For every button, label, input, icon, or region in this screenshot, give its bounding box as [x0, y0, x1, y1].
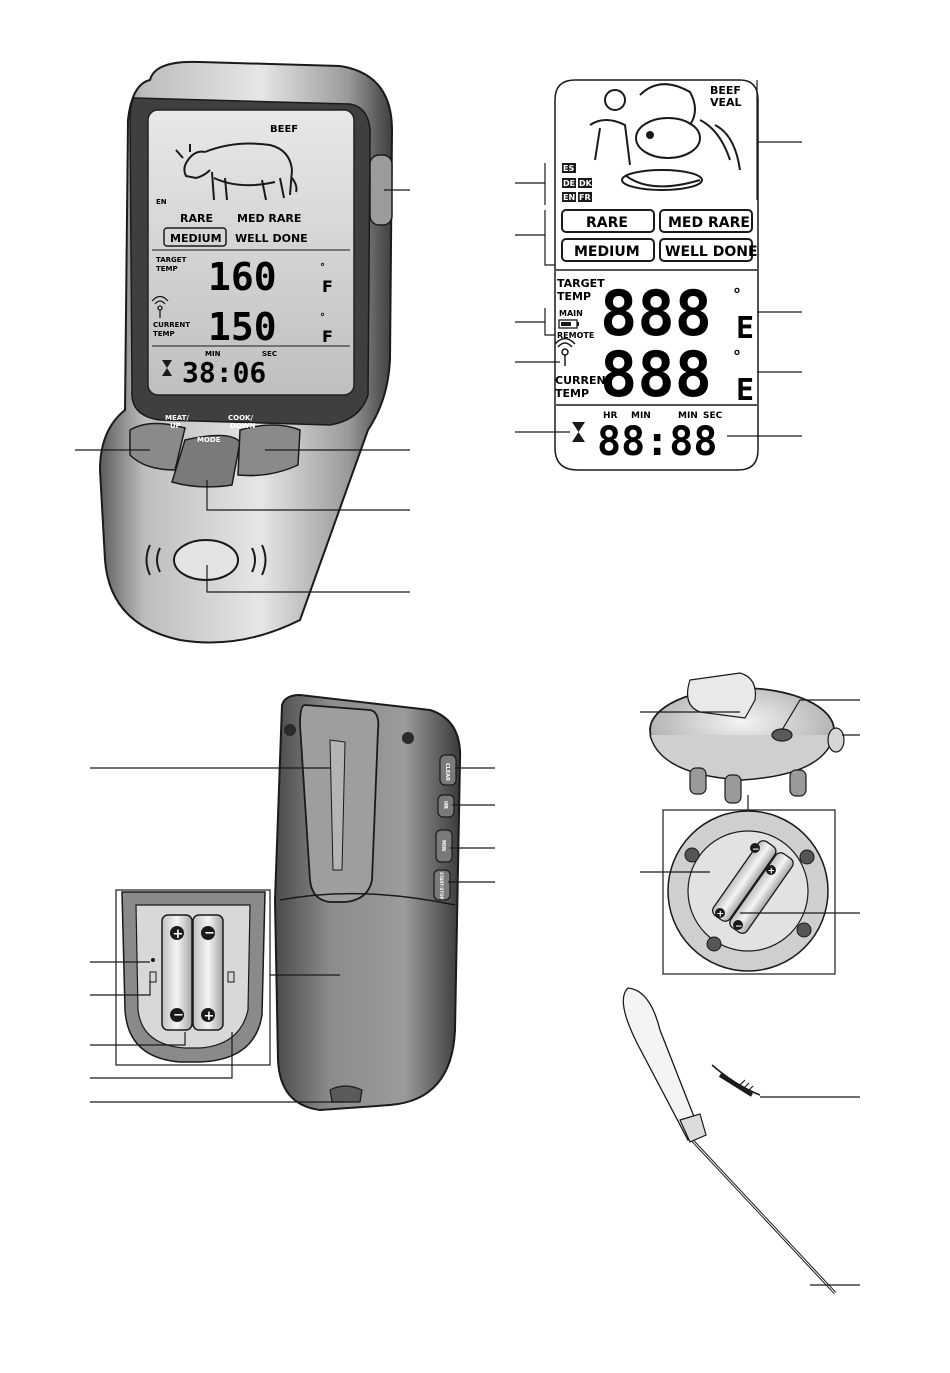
main-current-label-2: TEMP: [153, 330, 175, 338]
cook-down-label: COOK/: [228, 414, 253, 422]
start-stop-label: START/STOP: [439, 872, 444, 899]
bottom-latch: [330, 1086, 362, 1102]
main-current-degree: °: [320, 312, 325, 323]
lcd-well-done: WELL DONE: [665, 244, 758, 260]
probe-callouts: [760, 1097, 860, 1285]
svg-text:+: +: [717, 910, 725, 920]
main-current-label: CURRENT: [153, 321, 190, 329]
remote-transmitter: − + + −: [640, 673, 860, 974]
lcd-target-label-2: TEMP: [557, 290, 591, 303]
main-current-unit: F: [322, 327, 333, 346]
svg-text:−: −: [735, 922, 743, 932]
lang-en: EN: [563, 193, 575, 202]
main-well-done: WELL DONE: [235, 232, 308, 245]
lcd-medium: MEDIUM: [574, 244, 640, 260]
lcd-battery-main: MAIN: [559, 309, 583, 318]
main-medium: MEDIUM: [170, 232, 222, 245]
remote-button: [772, 729, 792, 741]
lcd-veal: VEAL: [710, 96, 742, 109]
main-target-degree: °: [320, 262, 325, 273]
lcd-timer-digits: 88:88: [597, 419, 717, 465]
lang-de: DE: [563, 179, 575, 188]
lcd-target-label: TARGET: [557, 277, 605, 290]
clear-label: CLEAR: [444, 763, 450, 781]
mode-label: MODE: [197, 436, 221, 444]
lcd-med-rare: MED RARE: [668, 215, 750, 231]
svg-text:−: −: [204, 926, 215, 941]
main-current-value: 150: [208, 305, 277, 349]
lcd-current-digits: 888: [600, 338, 712, 411]
main-target-label: TARGET: [156, 256, 187, 264]
lcd-diagram: BEEF VEAL ES DE DK EN FR RARE: [515, 80, 802, 470]
probe-jack: [828, 728, 844, 752]
main-unit-front: BEEF EN RARE MED RARE MEDIUM WELL DONE T…: [75, 62, 410, 643]
svg-text:−: −: [173, 1008, 184, 1023]
main-meat-label: BEEF: [270, 124, 298, 135]
svg-text:+: +: [173, 927, 184, 942]
meat-up-label-2: UP: [170, 422, 181, 430]
hr-label: HR: [442, 801, 448, 809]
min-label: MIN: [440, 840, 446, 851]
main-language: EN: [156, 198, 167, 206]
lcd-rare: RARE: [586, 215, 628, 231]
svg-text:−: −: [752, 845, 760, 855]
lcd-current-degree: °: [733, 347, 741, 366]
lcd-current-unit: E: [736, 373, 754, 408]
meat-up-label: MEAT/: [165, 414, 189, 422]
lang-fr: FR: [579, 193, 591, 202]
main-target-value: 160: [208, 255, 277, 299]
main-target-unit: F: [322, 277, 333, 296]
main-target-label-2: TEMP: [156, 265, 178, 273]
speaker-button: [174, 540, 238, 580]
main-rare: RARE: [180, 212, 213, 225]
main-timer-value: 38:06: [182, 356, 266, 389]
svg-text:+: +: [768, 867, 776, 877]
lang-dk: DK: [579, 179, 593, 188]
main-med-rare: MED RARE: [237, 212, 301, 225]
lcd-target-unit: E: [736, 311, 754, 346]
svg-text:+: +: [204, 1009, 215, 1024]
lcd-target-degree: °: [733, 285, 741, 304]
main-unit-back: CLEAR HR MIN START/STOP + − − +: [90, 695, 495, 1110]
lang-es: ES: [563, 164, 574, 173]
probe-plug: [720, 1075, 753, 1095]
cook-down-label-2: DOWN: [230, 422, 255, 430]
lcd-current-label-2: TEMP: [555, 387, 589, 400]
